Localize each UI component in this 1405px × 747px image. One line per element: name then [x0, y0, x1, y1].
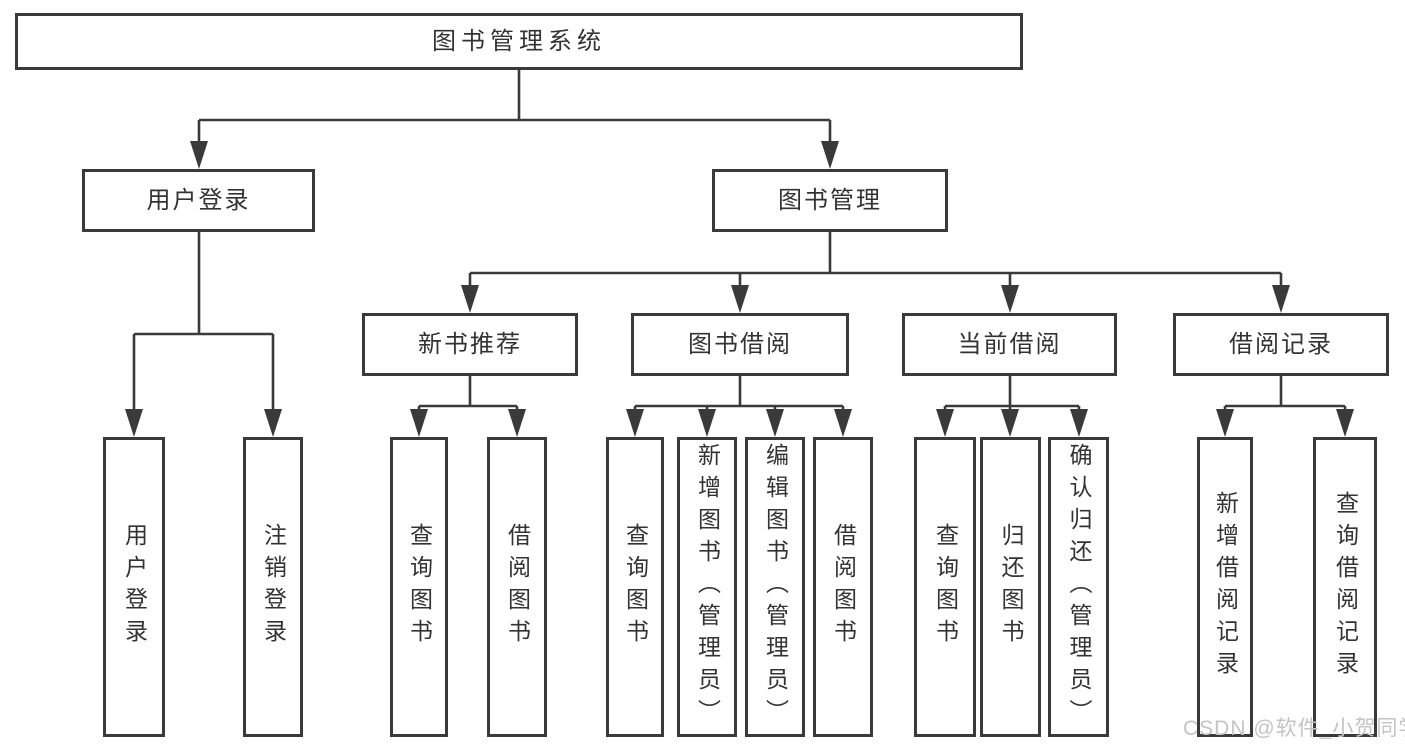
leaf-return-books: 归还图书 — [980, 437, 1041, 737]
node-user-login: 用户登录 — [82, 169, 315, 232]
leaf-borrow-books-recommend: 借阅图书 — [487, 437, 547, 737]
leaf-query-books-recommend: 查询图书 — [390, 437, 448, 737]
csdn-watermark: CSDN @软件_小贺同学 — [1183, 717, 1405, 740]
leaf-query-books-current: 查询图书 — [914, 437, 976, 737]
leaf-query-borrow-record: 查询借阅记录 — [1313, 437, 1377, 737]
leaf-query-books-borrow: 查询图书 — [606, 437, 664, 737]
leaf-logout: 注销登录 — [243, 437, 303, 737]
leaf-add-books-admin: 新增图书（管理员） — [677, 437, 737, 737]
node-borrowing-records: 借阅记录 — [1173, 313, 1389, 376]
leaf-user-login: 用户登录 — [103, 437, 165, 737]
node-new-book-recommendation: 新书推荐 — [362, 313, 578, 376]
leaf-edit-books-admin: 编辑图书（管理员） — [745, 437, 805, 737]
leaf-borrow-books: 借阅图书 — [813, 437, 873, 737]
node-book-borrowing: 图书借阅 — [631, 313, 849, 376]
leaf-confirm-return-admin: 确认归还（管理员） — [1048, 437, 1109, 737]
leaf-add-borrow-record: 新增借阅记录 — [1197, 437, 1253, 737]
node-library-management-system: 图书管理系统 — [15, 13, 1023, 70]
arrowheads — [125, 141, 1354, 437]
node-current-borrowing: 当前借阅 — [902, 313, 1117, 376]
node-book-management: 图书管理 — [712, 169, 948, 232]
